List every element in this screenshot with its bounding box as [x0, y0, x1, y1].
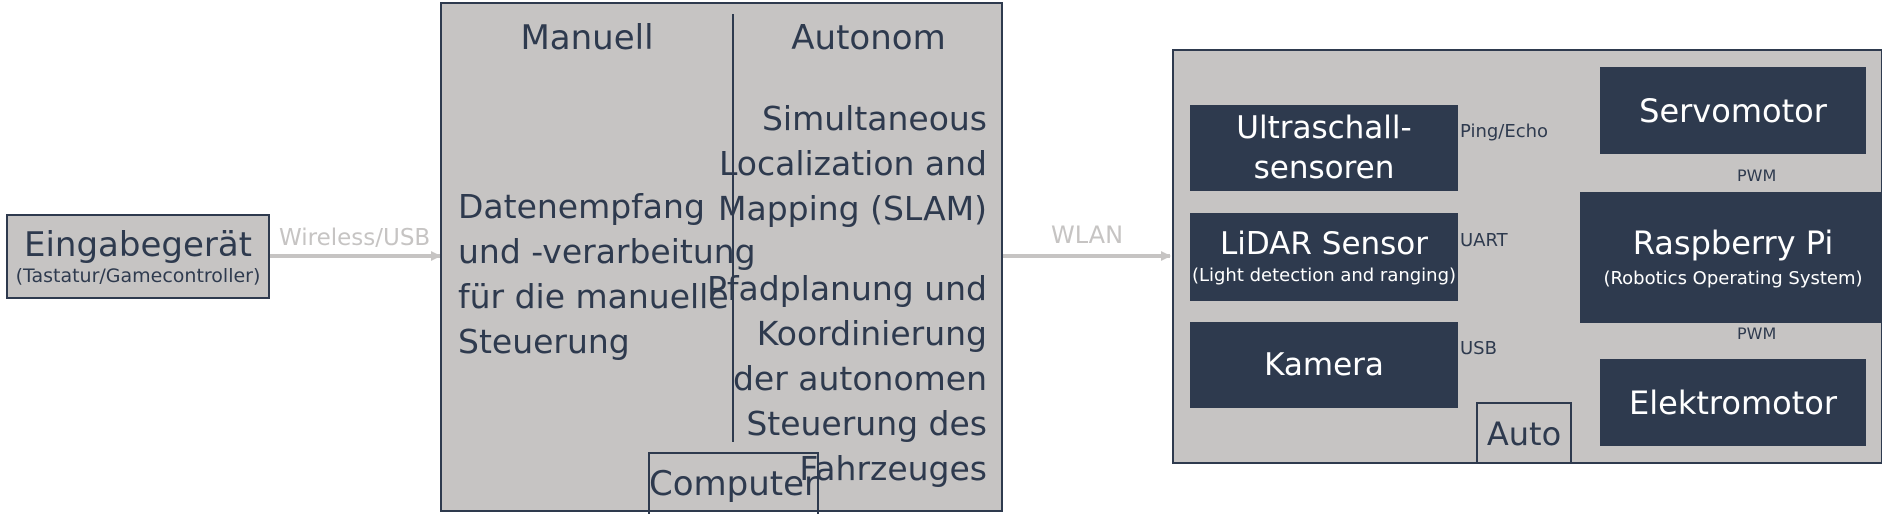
servomotor-title: Servomotor — [1639, 91, 1827, 130]
input-device-subtitle: (Tastatur/Gamecontroller) — [15, 264, 261, 287]
lidar-title: LiDAR Sensor — [1219, 226, 1429, 262]
slam-line: Localization and — [718, 144, 987, 183]
planning-line: Steuerung des — [746, 404, 987, 443]
planning-line: Koordinierung — [756, 314, 987, 353]
planning-description: Pfadplanung und Koordinierung der autono… — [707, 266, 987, 491]
ultrasonic-line: sensoren — [1253, 150, 1395, 186]
car-label: Auto — [1486, 415, 1562, 453]
raspberry-pi-box: Raspberry Pi (Robotics Operating System) — [1580, 192, 1882, 323]
label-pwm-servo: PWM — [1737, 166, 1777, 185]
raspberry-pi-subtitle: (Robotics Operating System) — [1603, 267, 1863, 289]
manual-line: Datenempfang — [458, 187, 705, 226]
ultrasonic-sensor-box: Ultraschall- sensoren — [1190, 105, 1458, 191]
label-ping-echo: Ping/Echo — [1460, 121, 1549, 142]
label-wlan: WLAN — [1051, 221, 1124, 249]
camera-title: Kamera — [1264, 347, 1384, 383]
lidar-sensor-box: LiDAR Sensor (Light detection and rangin… — [1190, 213, 1458, 301]
ultrasonic-line: Ultraschall- — [1236, 110, 1412, 146]
manual-description: Datenempfang und -verarbeitung für die m… — [458, 184, 756, 364]
raspberry-pi-title: Raspberry Pi — [1632, 223, 1834, 262]
planning-line: Fahrzeuges — [799, 449, 987, 488]
camera-box: Kamera — [1190, 322, 1458, 408]
label-uart: UART — [1460, 230, 1508, 251]
computer-divider — [732, 14, 734, 442]
slam-line: Simultaneous — [761, 99, 987, 138]
manual-line: und -verarbeitung — [458, 232, 756, 271]
label-wireless-usb: Wireless/USB — [279, 225, 431, 251]
label-pwm-motor: PWM — [1737, 324, 1777, 343]
electric-motor-box: Elektromotor — [1600, 359, 1866, 446]
servomotor-box: Servomotor — [1600, 67, 1866, 154]
computer-label-box: Computer — [648, 452, 819, 514]
computer-label: Computer — [648, 464, 819, 504]
car-box: Ultraschall- sensoren LiDAR Sensor (Ligh… — [1172, 49, 1882, 464]
planning-line: der autonomen — [732, 359, 987, 398]
label-usb: USB — [1460, 338, 1497, 359]
manual-line: Steuerung — [458, 322, 630, 361]
computer-box: Manuell Datenempfang und -verarbeitung f… — [440, 2, 1003, 514]
lidar-subtitle: (Light detection and ranging) — [1191, 265, 1457, 286]
manual-heading: Manuell — [520, 18, 654, 58]
car-label-box: Auto — [1476, 402, 1572, 464]
planning-line: Pfadplanung und — [707, 269, 987, 308]
input-device-title: Eingabegerät — [23, 224, 253, 265]
slam-description: Simultaneous Localization and Mapping (S… — [718, 96, 987, 231]
input-device-box: Eingabegerät (Tastatur/Gamecontroller) — [6, 214, 270, 299]
autonomous-heading: Autonom — [791, 18, 946, 58]
electric-motor-title: Elektromotor — [1629, 383, 1837, 422]
manual-line: für die manuelle — [458, 277, 729, 316]
slam-line: Mapping (SLAM) — [718, 189, 987, 228]
